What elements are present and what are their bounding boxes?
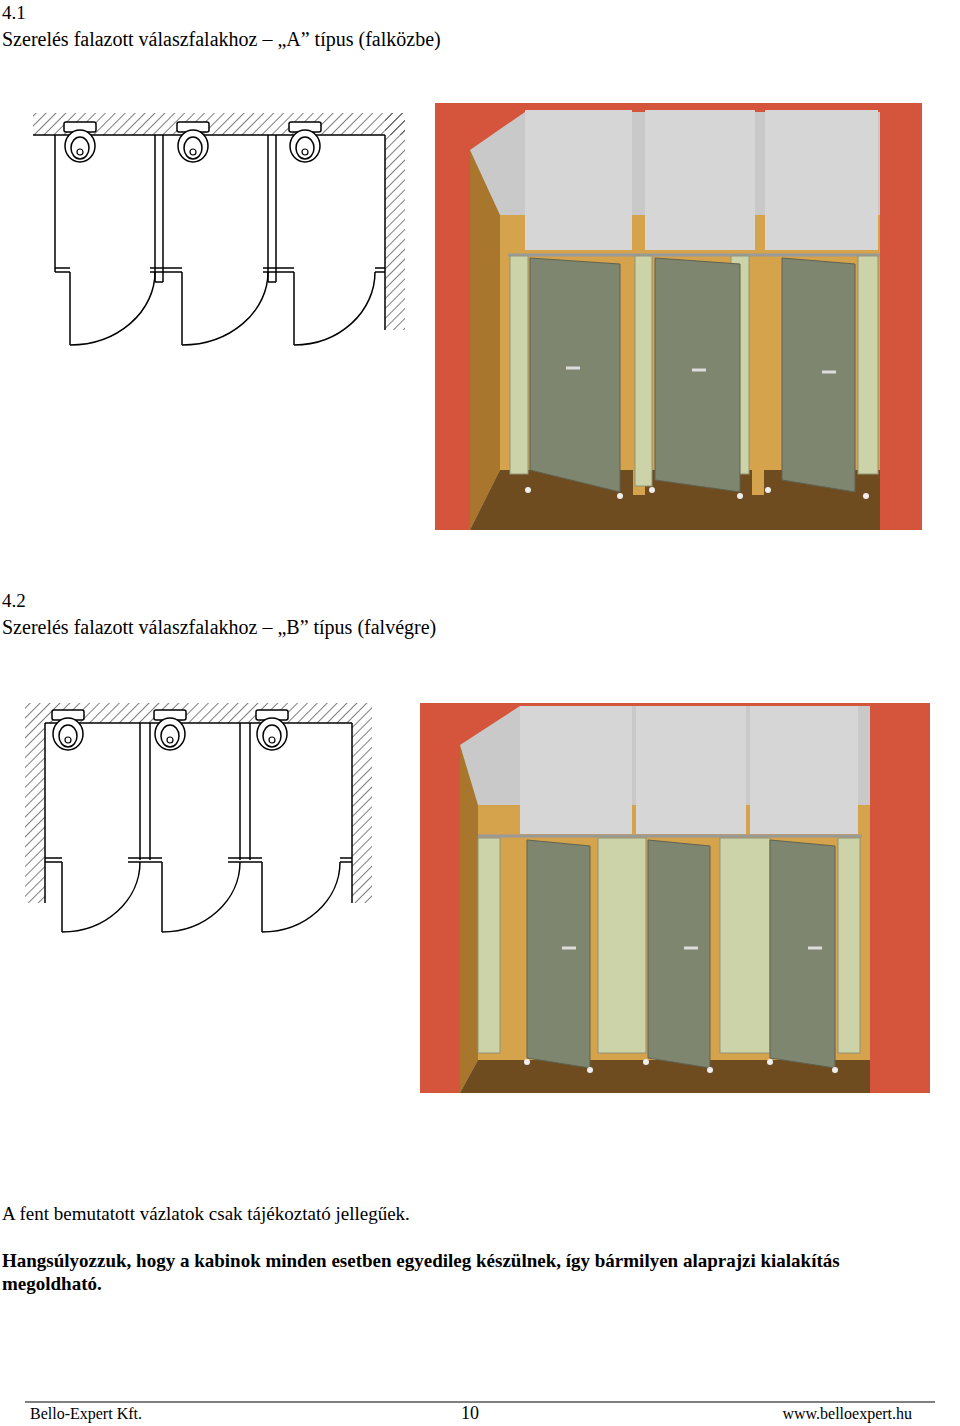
footer-text: www.belloexpert.hu	[700, 1404, 912, 1423]
section-heading: Szerelés falazott válaszfalakhoz – „B” t…	[2, 615, 702, 639]
section-number: 4.1	[2, 2, 202, 25]
footer-text: 10	[420, 1403, 520, 1425]
footer-rule	[25, 1402, 935, 1403]
floor-plan-a	[33, 113, 405, 345]
floor-plan-b	[25, 703, 372, 932]
footer-text: Bello-Expert Kft.	[30, 1404, 280, 1423]
note: Hangsúlyozzuk, hogy a kabinok minden ese…	[2, 1250, 942, 1296]
section-heading: Szerelés falazott válaszfalakhoz – „A” t…	[2, 27, 702, 51]
note: A fent bemutatott vázlatok csak tájékozt…	[2, 1203, 902, 1226]
section-number: 4.2	[2, 590, 202, 613]
render-a	[435, 103, 922, 530]
render-b	[420, 703, 930, 1093]
